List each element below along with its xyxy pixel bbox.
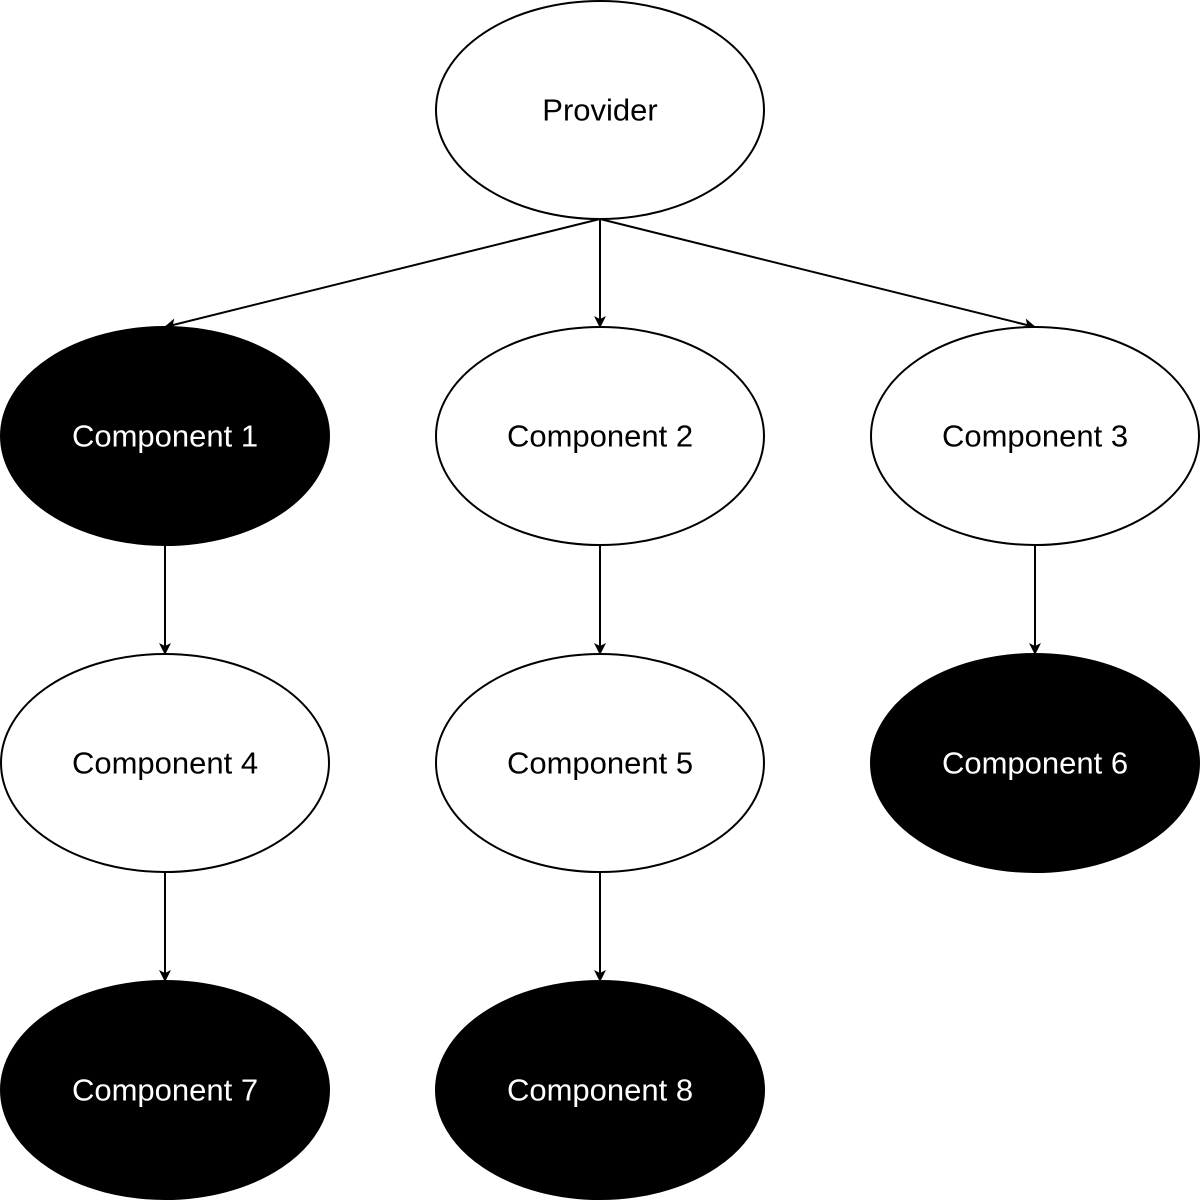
edges-layer bbox=[159, 218, 1041, 982]
node-ellipse bbox=[435, 326, 765, 546]
node-ellipse bbox=[0, 980, 330, 1200]
node-provider: Provider bbox=[435, 0, 765, 220]
node-ellipse bbox=[435, 653, 765, 873]
node-ellipse bbox=[0, 326, 330, 546]
edge-provider-to-component-3 bbox=[599, 218, 1036, 331]
node-component-1: Component 1 bbox=[0, 326, 330, 546]
node-component-3: Component 3 bbox=[870, 326, 1200, 546]
node-component-6: Component 6 bbox=[870, 653, 1200, 873]
node-component-5: Component 5 bbox=[435, 653, 765, 873]
node-label: Component 3 bbox=[942, 419, 1128, 454]
node-label: Component 7 bbox=[72, 1073, 258, 1108]
node-label: Component 6 bbox=[942, 746, 1128, 781]
node-label: Component 4 bbox=[72, 746, 258, 781]
node-ellipse bbox=[0, 653, 330, 873]
node-label: Component 5 bbox=[507, 746, 693, 781]
node-component-4: Component 4 bbox=[0, 653, 330, 873]
node-component-2: Component 2 bbox=[435, 326, 765, 546]
node-label: Component 8 bbox=[507, 1073, 693, 1108]
node-ellipse bbox=[435, 980, 765, 1200]
node-component-7: Component 7 bbox=[0, 980, 330, 1200]
node-label: Component 2 bbox=[507, 419, 693, 454]
node-ellipse bbox=[435, 0, 765, 220]
node-label: Provider bbox=[542, 93, 657, 128]
node-component-8: Component 8 bbox=[435, 980, 765, 1200]
node-ellipse bbox=[870, 326, 1200, 546]
node-label: Component 1 bbox=[72, 419, 258, 454]
edge-provider-to-component-1 bbox=[164, 218, 601, 331]
node-ellipse bbox=[870, 653, 1200, 873]
